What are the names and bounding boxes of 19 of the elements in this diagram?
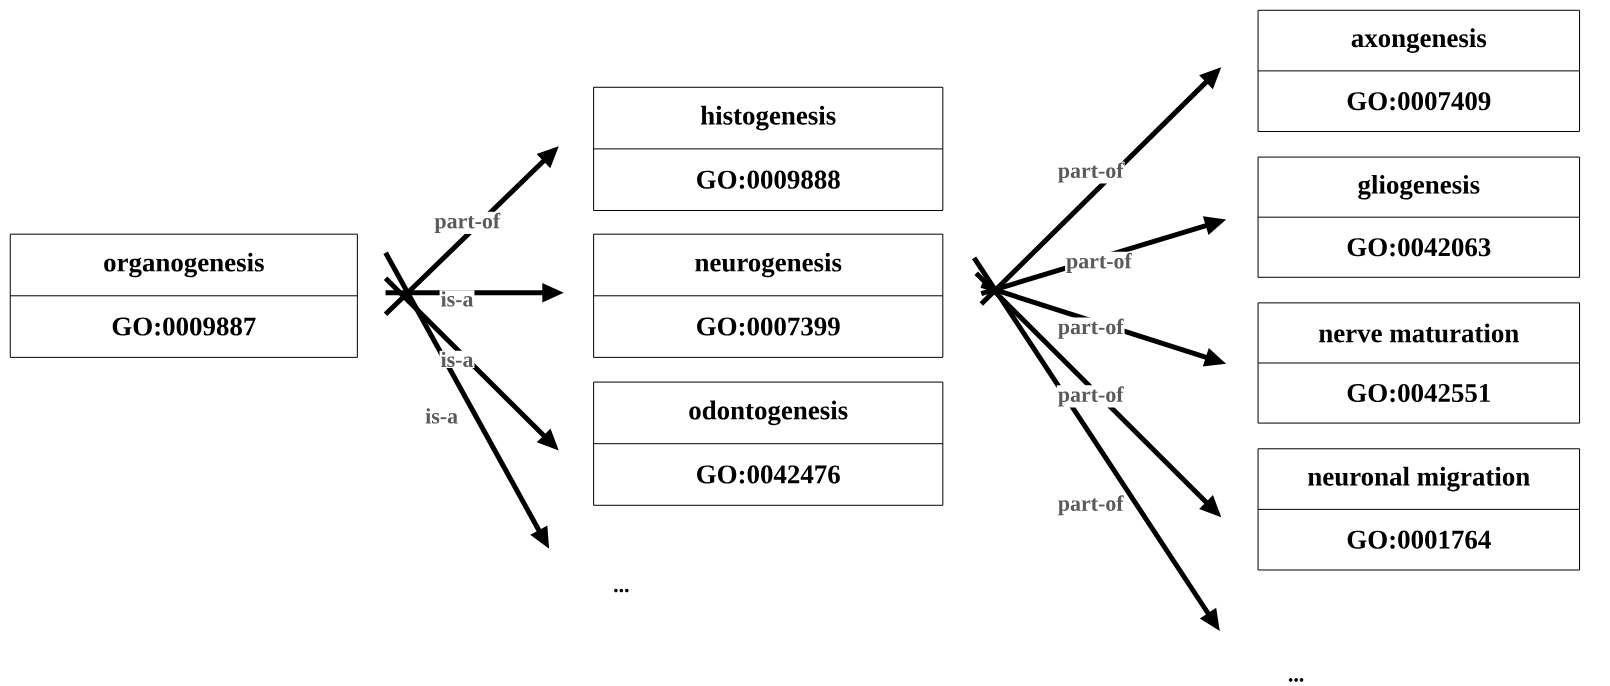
ellipsis: ... xyxy=(1288,678,1304,682)
term-box: nerve maturation GO:0042551 xyxy=(1257,302,1581,424)
edge-label: part-of xyxy=(1056,494,1125,517)
edge-label: is-a xyxy=(439,290,475,308)
edge-label: part-of xyxy=(1056,161,1125,184)
edge-label: part-of xyxy=(433,211,502,234)
ellipsis: ... xyxy=(614,588,629,593)
term-box: neurogenesis GO:0007399 xyxy=(593,233,944,358)
edge-label: part-of xyxy=(1056,385,1125,408)
edge-label: is-a xyxy=(439,350,475,369)
edge-label: part-of xyxy=(1065,251,1133,274)
term-box: neuronal migration GO:0001764 xyxy=(1257,448,1581,571)
term-box: gliogenesis GO:0042063 xyxy=(1257,156,1581,278)
edge-label: is-a xyxy=(424,407,460,425)
edge-label: part-of xyxy=(1056,317,1125,340)
term-box: axongenesis GO:0007409 xyxy=(1257,9,1581,132)
term-box: organogenesis GO:0009887 xyxy=(9,233,358,358)
term-box: odontogenesis GO:0042476 xyxy=(593,381,944,506)
term-box: histogenesis GO:0009888 xyxy=(593,86,944,211)
